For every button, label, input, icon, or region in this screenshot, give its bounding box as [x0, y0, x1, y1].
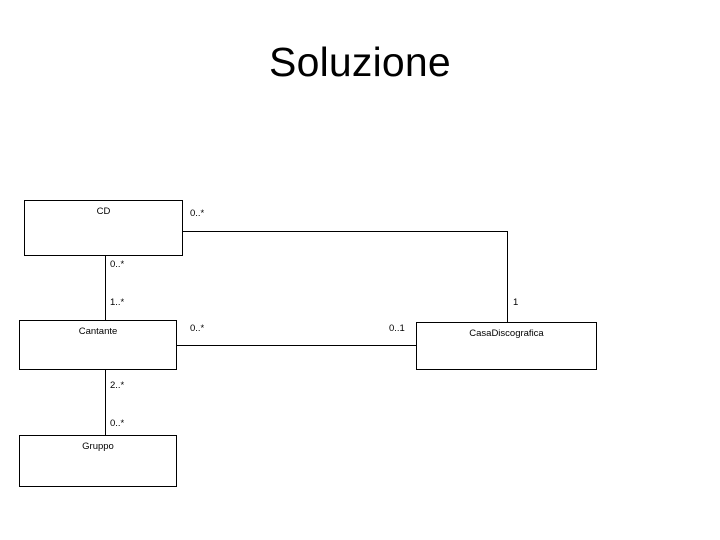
class-name-casadiscografica: CasaDiscografica — [469, 328, 544, 339]
multiplicity-label-cd-right: 0..* — [190, 208, 205, 219]
association-line-cantante-casadiscografica — [177, 345, 416, 346]
page-title: Soluzione — [269, 39, 451, 85]
multiplicity-label-casadiscografica-left: 0..1 — [389, 323, 405, 334]
multiplicity-label-casadiscografica-top: 1 — [513, 297, 519, 308]
association-line-cd-cantante — [105, 256, 106, 320]
association-line-cd-casadiscografica-horizontal — [183, 231, 508, 232]
class-box-casadiscografica[interactable]: CasaDiscografica — [416, 322, 597, 370]
class-box-gruppo[interactable]: Gruppo — [19, 435, 177, 487]
multiplicity-label-cantante-right: 0..* — [190, 323, 205, 334]
class-name-cd: CD — [96, 206, 111, 217]
association-line-cantante-gruppo — [105, 370, 106, 435]
class-box-cd[interactable]: CD — [24, 200, 183, 256]
association-line-cd-casadiscografica-vertical — [507, 231, 508, 322]
class-name-gruppo: Gruppo — [82, 441, 114, 452]
class-name-cantante: Cantante — [78, 326, 118, 337]
multiplicity-label-cantante-top: 1..* — [110, 297, 125, 308]
multiplicity-label-cantante-bottom: 2..* — [110, 380, 125, 391]
multiplicity-label-gruppo-top: 0..* — [110, 418, 125, 429]
class-box-cantante[interactable]: Cantante — [19, 320, 177, 370]
multiplicity-label-cd-bottom: 0..* — [110, 259, 125, 270]
